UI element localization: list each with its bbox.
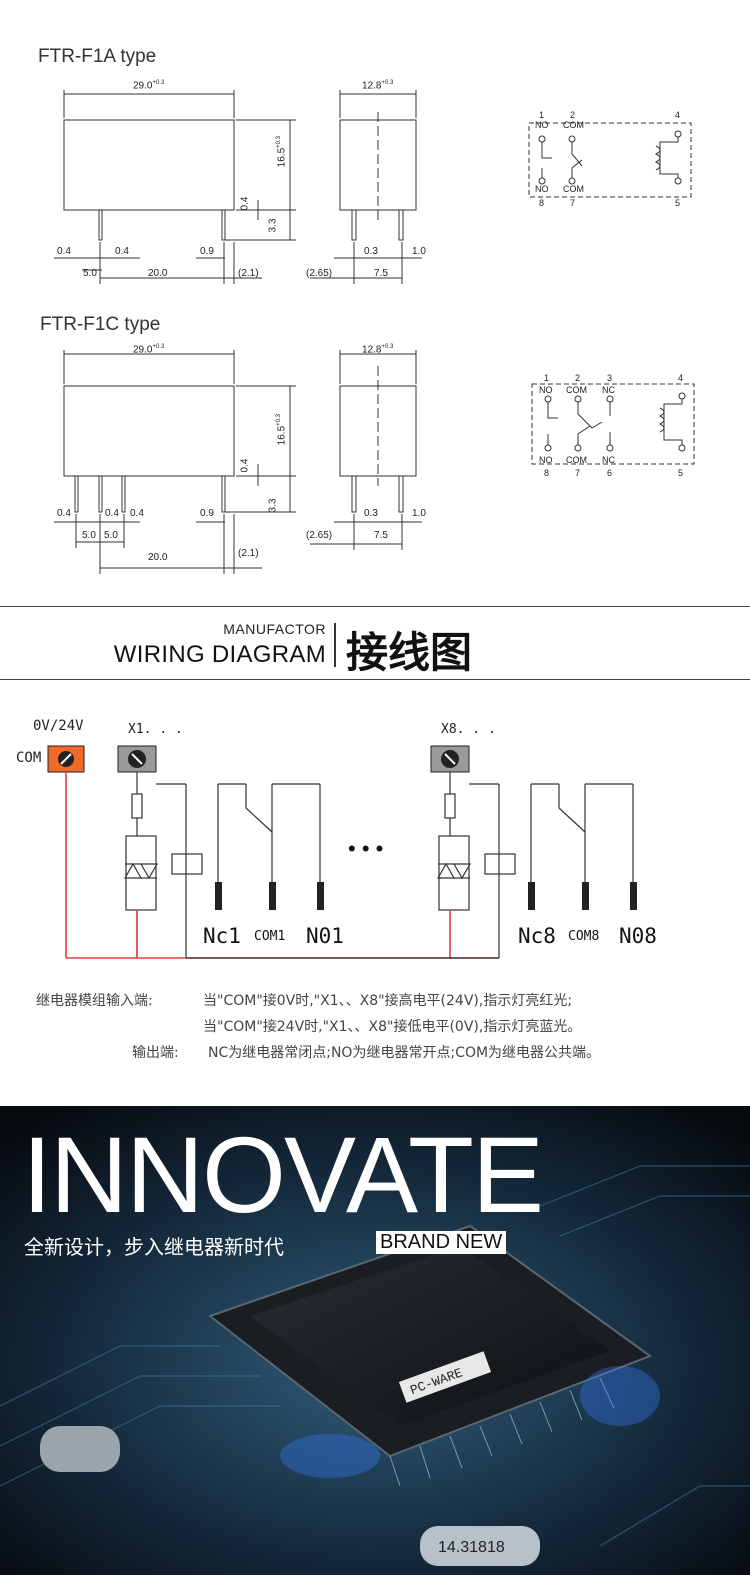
f1a-schematic [528, 122, 692, 198]
section-subtitle: MANUFACTOR [223, 621, 326, 637]
f1a-pin1-label: NO [535, 120, 549, 130]
f1c-pin4-num: 4 [678, 373, 684, 383]
no8-label: N08 [619, 924, 657, 948]
no1-label: N01 [306, 924, 344, 948]
f1a-depth-dim: 12.8+0.3 [362, 80, 394, 92]
f1a-width-dim: 29.0+0.3 [133, 80, 165, 92]
f1a-front-body [63, 119, 235, 211]
f1a-pin8-label: NO [535, 184, 549, 194]
f1a-pin-step: 0.4 [239, 196, 251, 211]
f1c-pin-step: 0.4 [239, 458, 251, 473]
f1a-pin2-num: 2 [570, 110, 576, 120]
banner-brand-tag: BRAND NEW [376, 1231, 507, 1254]
chip-label-plate [398, 1351, 492, 1403]
f1a-height-dim: 16.5+0.3 [276, 136, 288, 168]
f1c-pin7-label: COM [566, 455, 587, 465]
section-divider [334, 623, 336, 667]
f1c-pin-w-2: 0.4 [105, 508, 119, 519]
f1a-pin5-num: 5 [675, 198, 681, 208]
f1a-side-offset: (2.65) [306, 268, 333, 279]
x1-label: X1. . . [128, 722, 183, 737]
f1c-pin3-num: 3 [607, 373, 613, 383]
f1c-pin-w-3: 0.4 [130, 508, 144, 519]
f1a-pin-w-mid: 0.4 [115, 246, 129, 257]
f1a-pin7-label: COM [563, 184, 584, 194]
f1c-pitch-a2: 5.0 [104, 530, 118, 541]
crystal-oscillator [40, 1426, 120, 1472]
note-line-1: 当"COM"接0V时,"X1、、X8"接高电平(24V),指示灯亮红光; [203, 993, 573, 1009]
f1c-pin1-label: NO [539, 385, 553, 395]
f1c-pin-w-right: 0.9 [200, 508, 214, 519]
f1a-side-pitch: 7.5 [374, 268, 388, 279]
note-line-2: 当"COM"接24V时,"X1、、X8"接低电平(0V),指示灯亮蓝光。 [203, 1019, 582, 1035]
f1c-title: FTR-F1C type [40, 314, 161, 335]
f1c-pin7-num: 7 [575, 468, 581, 478]
f1c-pin6-num: 6 [607, 468, 613, 478]
ellipsis-dots: • • • [348, 836, 384, 861]
f1c-height-dim: 16.5+0.3 [276, 414, 288, 446]
section-title-cn: 接线图 [346, 628, 473, 677]
f1c-pin8-num: 8 [544, 468, 550, 478]
com-label: COM [16, 750, 42, 766]
f1a-pin-w-left: 0.4 [57, 246, 71, 257]
f1c-pin8-label: NO [539, 455, 553, 465]
wiring-schematic [47, 745, 637, 959]
nc8-label: Nc8 [518, 924, 556, 948]
f1c-side-offset: (2.65) [306, 530, 333, 541]
f1a-pin7-num: 7 [570, 198, 576, 208]
nc1-label: Nc1 [203, 924, 241, 948]
f1c-drawing [54, 350, 695, 574]
crystal-oscillator-2 [420, 1526, 540, 1566]
f1a-pin-len: 3.3 [267, 218, 279, 233]
crystal-label: 14.31818 [438, 1539, 505, 1556]
f1a-title: FTR-F1A type [38, 46, 157, 67]
f1a-pin4-num: 4 [675, 110, 681, 120]
innovate-banner: PC-WARE 14.31818 [0, 1106, 750, 1575]
banner-title: INNOVATE [22, 1114, 544, 1235]
f1a-offset-right: (2.1) [238, 268, 259, 279]
f1a-drawing [54, 90, 692, 284]
f1a-pin-w-right: 0.9 [200, 246, 214, 257]
f1c-pin1-num: 1 [544, 373, 550, 383]
f1c-side-pin-w: 0.3 [364, 508, 378, 519]
f1c-front-body [63, 385, 235, 477]
banner-subtitle: 全新设计，步入继电器新时代 [24, 1235, 284, 1259]
f1c-pin-len: 3.3 [267, 498, 279, 513]
supply-label: 0V/24V [33, 718, 84, 734]
f1c-offset-right: (2.1) [238, 548, 259, 559]
f1c-pitch-a: 5.0 [82, 530, 96, 541]
com8-label: COM8 [568, 929, 600, 944]
f1a-pin2-label: COM [563, 120, 584, 130]
f1c-side-pin-right: 1.0 [412, 508, 426, 519]
note-output-lead: 输出端: [132, 1045, 179, 1061]
f1a-pin1-num: 1 [539, 110, 545, 120]
cpu-die [250, 1246, 610, 1426]
f1c-width-dim: 29.0+0.3 [133, 344, 165, 356]
f1c-pin5-num: 5 [678, 468, 684, 478]
note-line-3: NC为继电器常闭点;NO为继电器常开点;COM为继电器公共端。 [208, 1045, 601, 1061]
circuit-board-image: PC-WARE 14.31818 [0, 1106, 750, 1575]
x8-label: X8. . . [441, 722, 496, 737]
f1c-side-pitch: 7.5 [374, 530, 388, 541]
f1c-pin-w-1: 0.4 [57, 508, 71, 519]
section-title-en: WIRING DIAGRAM [113, 641, 326, 668]
wiring-section-header: MANUFACTOR WIRING DIAGRAM 接线图 [0, 606, 750, 680]
f1a-pitch-a: 5.0 [83, 268, 97, 279]
f1c-pin3-label: NC [602, 385, 615, 395]
f1a-side-pin-right: 1.0 [412, 246, 426, 257]
note-input-lead: 继电器模组输入端: [36, 993, 153, 1009]
f1c-pitch-b: 20.0 [148, 552, 168, 563]
f1c-pin2-label: COM [566, 385, 587, 395]
com1-label: COM1 [254, 929, 286, 944]
f1c-pin6-label: NC [602, 455, 615, 465]
f1c-schematic [531, 383, 695, 465]
f1c-depth-dim: 12.8+0.3 [362, 344, 394, 356]
f1a-pitch-b: 20.0 [148, 268, 168, 279]
f1a-side-pin-w: 0.3 [364, 246, 378, 257]
f1a-pin8-num: 8 [539, 198, 545, 208]
f1c-pin2-num: 2 [575, 373, 581, 383]
